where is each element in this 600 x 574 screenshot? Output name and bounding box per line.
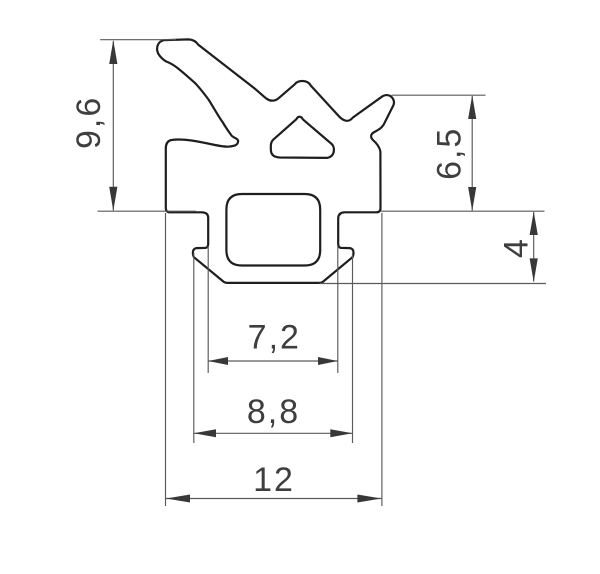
svg-text:9,6: 9,6 [70,96,108,149]
svg-text:8,8: 8,8 [247,393,300,431]
svg-text:7,2: 7,2 [248,319,301,357]
svg-text:6,5: 6,5 [430,127,468,180]
svg-text:4: 4 [497,237,535,258]
svg-text:12: 12 [253,461,295,499]
